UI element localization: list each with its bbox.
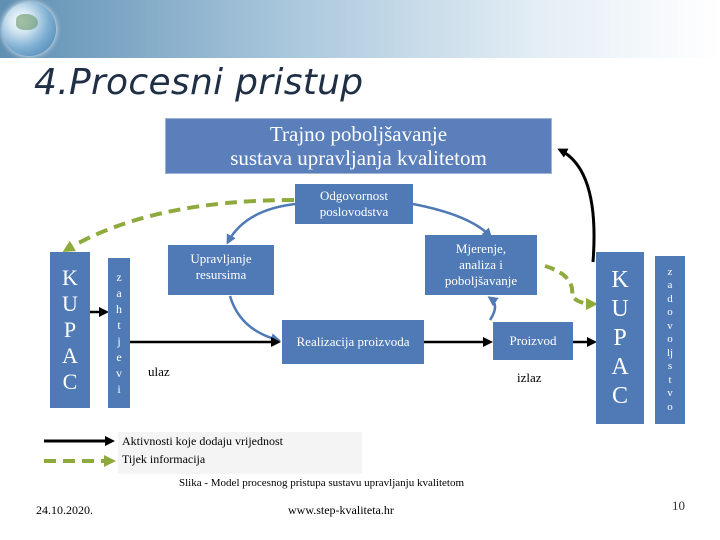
cycle-arc-top-right (412, 202, 493, 239)
satisfaction-letter: v (667, 387, 673, 400)
requirements-letter: j (117, 334, 121, 348)
globe-icon (2, 2, 56, 56)
customer-right-letter: K (611, 266, 629, 293)
requirements-letter: i (117, 382, 121, 396)
requirements-letter: v (116, 366, 122, 380)
cycle-arc-top-left (226, 202, 296, 245)
requirements-letter: a (116, 286, 122, 300)
resources-line1: Upravljanje (190, 251, 252, 266)
main-box-line2: sustava upravljanja kvalitetom (230, 146, 487, 170)
satisfaction-letter: lj (666, 346, 674, 359)
realization-label: Realizacija proizvoda (296, 334, 410, 349)
measurement-line2: analiza i (459, 257, 503, 272)
responsibility-line2: poslovodstva (319, 204, 389, 219)
management-responsibility-box: Odgovornost poslovodstva (295, 184, 413, 224)
customer-left-letter: U (62, 291, 78, 316)
customer-left-letter: A (62, 343, 78, 368)
legend-value-activities: Aktivnosti koje dodaju vrijednost (122, 434, 283, 448)
satisfaction-letter: v (667, 319, 673, 332)
satisfaction-letter: t (668, 373, 672, 386)
continual-improvement-box: Trajno poboljšavanje sustava upravljanja… (165, 118, 552, 174)
improvement-loop-arrow (557, 148, 596, 263)
customer-left-letter: P (63, 317, 77, 342)
satisfaction-letter: o (667, 306, 673, 319)
footer-date: 24.10.2020. (36, 503, 93, 517)
satisfaction-letter: a (667, 279, 673, 292)
product-box: Proizvod (493, 322, 573, 360)
satisfaction-box: z a d o v o lj s t v o (655, 256, 685, 424)
product-realization-box: Realizacija proizvoda (282, 320, 424, 364)
satisfaction-letter: d (667, 292, 673, 305)
resource-management-box: Upravljanje resursima (168, 245, 274, 295)
requirements-letter: h (116, 302, 122, 316)
customer-right-letter: U (611, 295, 629, 322)
customer-left-letter: K (62, 265, 78, 290)
cycle-arc-right (487, 296, 499, 321)
customer-left-box: K U P A C (50, 252, 90, 408)
customer-left-letter: C (62, 369, 78, 394)
requirements-letter: e (116, 350, 122, 364)
legend (118, 432, 362, 474)
info-flow-arrow (544, 264, 598, 310)
legend-information-flow: Tijek informacija (122, 452, 206, 466)
main-box-line1: Trajno poboljšavanje (269, 122, 448, 146)
measurement-line3: poboljšavanje (444, 273, 518, 288)
satisfaction-letter: z (667, 265, 673, 278)
customer-right-letter: C (611, 382, 628, 409)
page-number: 10 (672, 498, 685, 513)
cycle-arc-left (228, 295, 281, 344)
product-label: Proizvod (509, 333, 557, 348)
input-label: ulaz (148, 364, 170, 379)
responsibility-line1: Odgovornost (320, 188, 388, 203)
satisfaction-letter: s (667, 360, 673, 373)
customer-right-box: K U P A C (596, 252, 644, 424)
customer-right-letter: A (611, 353, 629, 380)
resources-line2: resursima (195, 267, 247, 282)
info-flow-arrow (62, 198, 295, 253)
footer-url: www.step-kvaliteta.hr (288, 503, 394, 517)
requirements-box: z a h t j e v i (108, 258, 130, 408)
measurement-line1: Mjerenje, (455, 241, 507, 256)
figure-caption: Slika - Model procesnog pristupa sustavu… (179, 477, 465, 489)
satisfaction-letter: o (667, 333, 673, 346)
requirements-letter: z (116, 270, 122, 284)
output-label: izlaz (517, 370, 542, 385)
requirements-letter: t (117, 318, 121, 332)
measurement-analysis-box: Mjerenje, analiza i poboljšavanje (425, 235, 537, 295)
customer-right-letter: P (613, 324, 627, 351)
satisfaction-letter: o (667, 400, 673, 413)
page-title: 4.Procesni pristup (34, 62, 364, 103)
header-bar (0, 0, 720, 58)
